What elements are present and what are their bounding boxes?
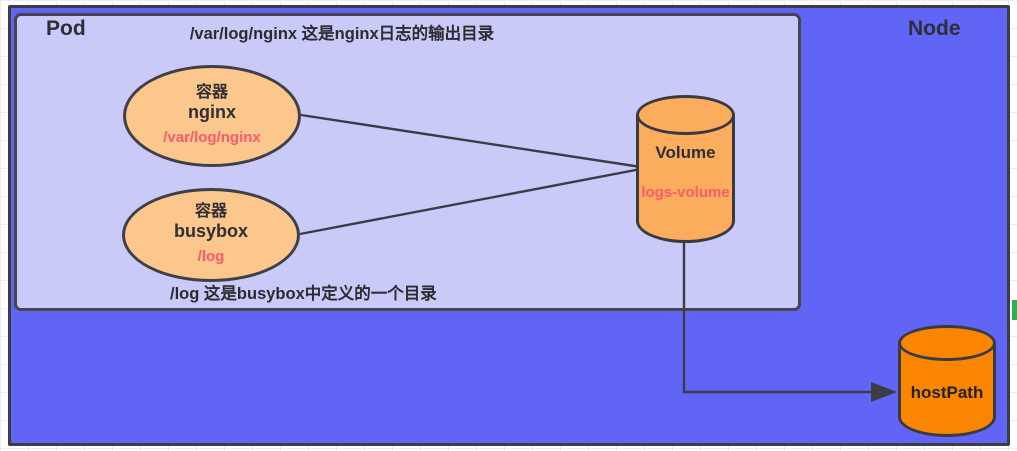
container-nginx-title: 容器 <box>195 84 228 101</box>
hostpath-cylinder-shape[interactable]: hostPath <box>898 325 996 437</box>
container-busybox-shape[interactable]: 容器 busybox /log <box>122 188 300 282</box>
container-nginx-name: nginx <box>188 102 236 122</box>
container-busybox-name: busybox <box>173 221 248 241</box>
busybox-logdir-annotation: /log 这是busybox中定义的一个目录 <box>170 285 437 303</box>
nginx-logdir-annotation: /var/log/nginx 这是nginx日志的输出目录 <box>189 25 495 43</box>
hostpath-cylinder-top <box>898 325 996 361</box>
container-busybox-mount-path: /log <box>197 248 225 265</box>
node-label: Node <box>908 17 961 40</box>
container-nginx-shape[interactable]: 容器 nginx /var/log/nginx <box>123 65 301 167</box>
volume-cylinder-top <box>636 95 735 135</box>
pod-label: Pod <box>46 17 86 40</box>
volume-cylinder-shape[interactable]: Volume logs-volume <box>636 95 735 243</box>
canvas-edge-green-marker[interactable] <box>1012 300 1017 320</box>
volume-label: Volume <box>655 143 716 162</box>
volume-name: logs-volume <box>641 184 730 201</box>
container-busybox-title: 容器 <box>194 203 227 220</box>
hostpath-label: hostPath <box>910 383 984 402</box>
container-nginx-mount-path: /var/log/nginx <box>163 129 261 146</box>
